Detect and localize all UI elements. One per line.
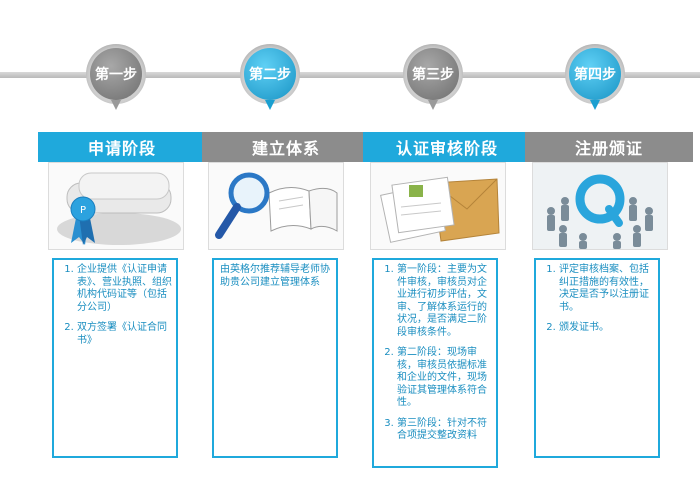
step-3-item: 第二阶段：现场审核，审核员依据标准和企业的文件，现场验证其管理体系符合性。 [397, 347, 493, 410]
step-2-label: 第二步 [244, 48, 296, 100]
people-circle-icon [533, 163, 667, 249]
step-3-circle: 第三步 [403, 44, 463, 110]
documents-envelope-icon [380, 176, 500, 243]
svg-text:P: P [80, 205, 86, 216]
step-3-label: 第三步 [407, 48, 459, 100]
step-1-item: 企业提供《认证申请表》、营业执照、组织机构代码证等（包括分公司） [77, 264, 173, 314]
certificate-scroll-icon: P [57, 172, 181, 245]
step-4-description: 评定审核档案、包括纠正措施的有效性，决定是否予以注册证书。 颁发证书。 [534, 258, 660, 458]
step-1-banner: 申请阶段 [38, 132, 206, 170]
step-4-item: 颁发证书。 [559, 322, 655, 335]
step-4-image [532, 162, 668, 250]
step-4-item: 评定审核档案、包括纠正措施的有效性，决定是否予以注册证书。 [559, 264, 655, 314]
step-1-pointer [111, 100, 121, 110]
step-4-pointer [590, 100, 600, 110]
step-3-item: 第一阶段：主要为文件审核，审核员对企业进行初步评估，文审、了解体系运行的状况，是… [397, 264, 493, 339]
step-3-image [370, 162, 506, 250]
step-2-pointer [265, 100, 275, 110]
step-2-circle: 第二步 [240, 44, 300, 110]
step-3-banner: 认证审核阶段 [363, 132, 531, 170]
step-4-banner: 注册颁证 [525, 132, 693, 170]
step-1-image: P [48, 162, 184, 250]
step-2-image [208, 162, 344, 250]
step-1-item: 双方签署《认证合同书》 [77, 322, 173, 347]
timeline-bar [0, 72, 700, 78]
step-1-circle: 第一步 [86, 44, 146, 110]
magnifier-book-icon [215, 172, 338, 239]
step-4-circle: 第四步 [565, 44, 625, 110]
step-1-label: 第一步 [90, 48, 142, 100]
step-1-description: 企业提供《认证申请表》、营业执照、组织机构代码证等（包括分公司） 双方签署《认证… [52, 258, 178, 458]
step-4-label: 第四步 [569, 48, 621, 100]
step-3-item: 第三阶段：针对不符合项提交整改资料 [397, 418, 493, 443]
step-2-description: 由英格尔推荐辅导老师协助贵公司建立管理体系 [212, 258, 338, 458]
step-3-pointer [428, 100, 438, 110]
step-3-description: 第一阶段：主要为文件审核，审核员对企业进行初步评估，文审、了解体系运行的状况，是… [372, 258, 498, 468]
step-2-text: 由英格尔推荐辅导老师协助贵公司建立管理体系 [220, 264, 330, 288]
step-2-banner: 建立体系 [202, 132, 370, 170]
